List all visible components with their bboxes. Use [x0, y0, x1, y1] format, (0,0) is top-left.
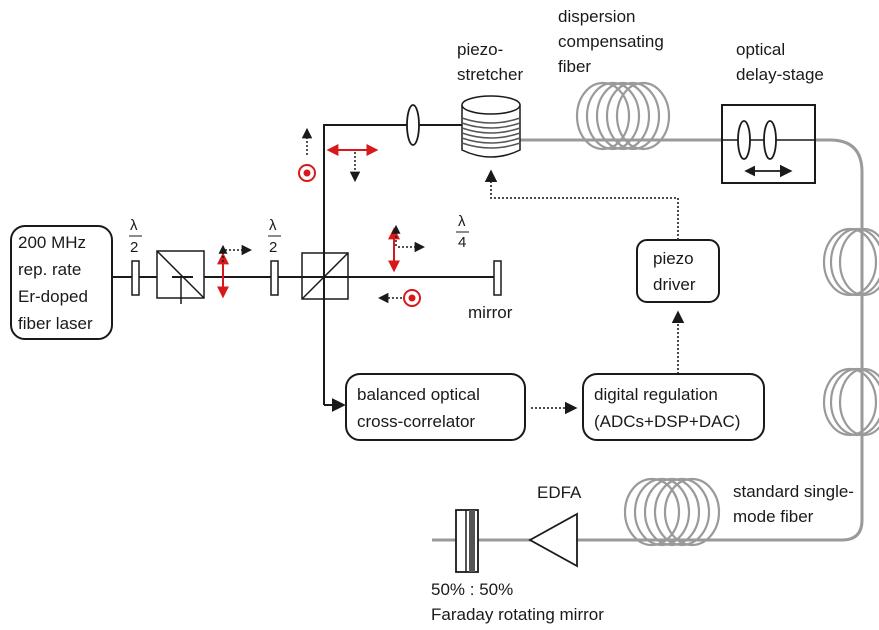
svg-text:4: 4: [458, 234, 466, 251]
polarization-state-upper: [298, 127, 379, 183]
half-waveplate-2: λ 2: [268, 217, 281, 296]
return-beam-state: [377, 289, 421, 307]
polarizing-beamsplitter: [301, 252, 349, 300]
laser-label-2: rep. rate: [18, 260, 81, 279]
laser-label-3: Er-doped: [18, 287, 88, 306]
optical-delay-stage: optical delay-stage: [721, 40, 824, 184]
half-waveplate-1: λ 2: [129, 217, 142, 296]
delay-stage-label-2: delay-stage: [736, 65, 824, 84]
piezo-driver-label-2: driver: [653, 275, 696, 294]
mirror: mirror: [468, 260, 513, 322]
faraday-label: Faraday rotating mirror: [431, 605, 604, 624]
fiber-coil-icon: [623, 477, 721, 547]
waveplate-1-two: 2: [130, 239, 138, 256]
laser-label-4: fiber laser: [18, 314, 93, 333]
dcf-label-2: compensating: [558, 32, 664, 51]
bocc-label-1: balanced optical: [357, 385, 480, 404]
delay-stage-label-1: optical: [736, 40, 785, 59]
piezo-stretcher-label-2: stretcher: [457, 65, 523, 84]
quarter-waveplate-label: λ 4: [456, 213, 469, 251]
dcf-label-1: dispersion: [558, 7, 636, 26]
smf-label-2: mode fiber: [733, 507, 814, 526]
edfa-amplifier: EDFA: [528, 483, 582, 568]
faraday-rotating-mirror: 50% : 50% Faraday rotating mirror: [431, 509, 604, 624]
lens-icon: [737, 120, 751, 160]
piezo-stretcher: piezo- stretcher: [457, 40, 523, 158]
piezo-stretcher-label-1: piezo-: [457, 40, 503, 59]
polarization-state-1: [217, 244, 253, 299]
smf-label-1: standard single-: [733, 482, 854, 501]
digital-label-2: (ADCs+DSP+DAC): [594, 412, 740, 431]
lens-icon: [763, 120, 777, 160]
dispersion-compensating-fiber: dispersion compensating fiber: [558, 7, 671, 151]
waveplate-2-two: 2: [269, 239, 277, 256]
laser-label-1: 200 MHz: [18, 233, 86, 252]
dcf-label-3: fiber: [558, 57, 591, 76]
digital-regulation: digital regulation (ADCs+DSP+DAC): [582, 373, 765, 441]
fiber-path: [432, 138, 864, 542]
piezo-driver: piezo driver: [636, 239, 720, 303]
lens-icon: [406, 104, 420, 146]
digital-label-1: digital regulation: [594, 385, 718, 404]
waveplate-2-lambda: λ: [269, 217, 277, 234]
standard-single-mode-fiber: standard single- mode fiber: [623, 477, 854, 547]
waveplate-1-lambda: λ: [130, 217, 138, 234]
feedback-lines: [484, 169, 685, 415]
ratio-label: 50% : 50%: [431, 580, 513, 599]
fiber-coil-icon: [822, 227, 879, 297]
laser-source: 200 MHz rep. rate Er-doped fiber laser: [10, 225, 113, 340]
edfa-label: EDFA: [537, 483, 582, 502]
fiber-coil-icon: [575, 81, 671, 151]
balanced-optical-cross-correlator: balanced optical cross-correlator: [345, 373, 526, 441]
svg-text:λ: λ: [458, 213, 466, 230]
fiber-coil-icon: [822, 367, 879, 437]
polarizer-cube: [156, 250, 205, 304]
mirror-label: mirror: [468, 303, 513, 322]
bocc-label-2: cross-correlator: [357, 412, 475, 431]
piezo-driver-label-1: piezo: [653, 249, 694, 268]
polarization-state-2: [388, 224, 426, 273]
